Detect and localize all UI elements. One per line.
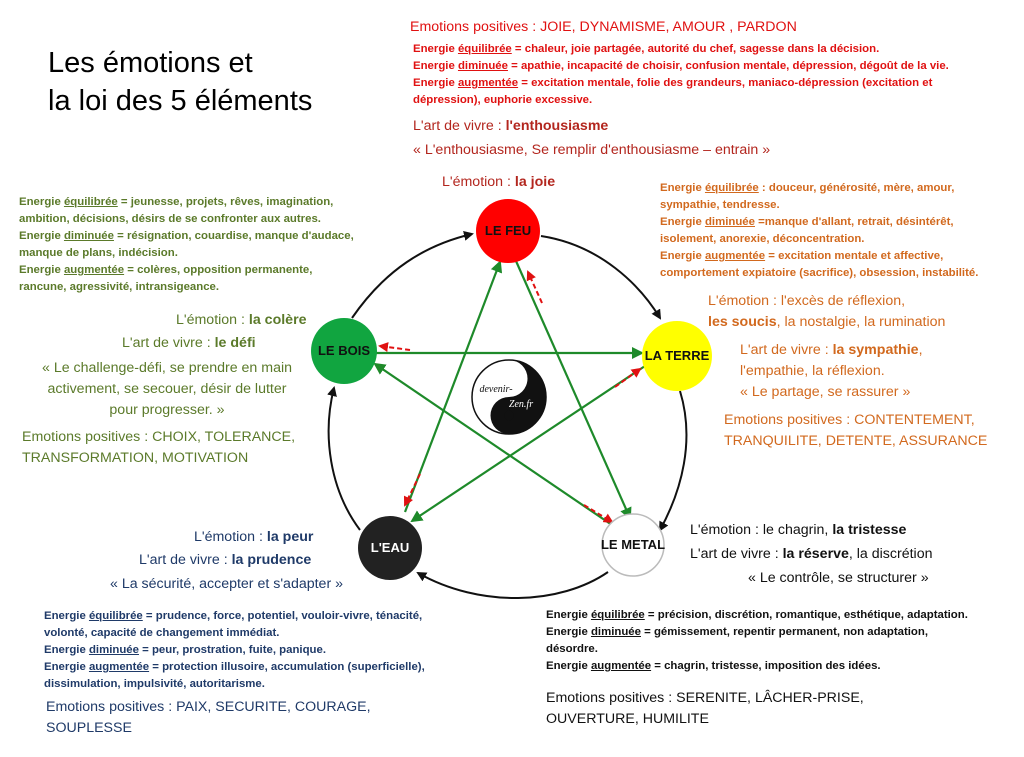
reverse-hint-arrows bbox=[378, 270, 642, 524]
fire-label: LE FEU bbox=[485, 223, 531, 238]
metal-art-of-living: L'art de vivre : la réserve, la discréti… bbox=[690, 546, 933, 562]
earth-energy-block: Energie équilibrée : douceur, générosité… bbox=[660, 182, 979, 279]
control-arrow-metal-to-wood bbox=[373, 362, 613, 526]
hint-arrow-metal bbox=[583, 504, 614, 524]
cycle-arrow-metal-to-water bbox=[416, 571, 609, 599]
water-emotion: L'émotion : la peur bbox=[194, 529, 314, 545]
water-positive-emotions: Emotions positives : PAIX, SECURITE, COU… bbox=[46, 699, 371, 736]
control-arrow-fire-to-metal bbox=[514, 260, 632, 520]
fire-quote: « L'enthousiasme, Se remplir d'enthousia… bbox=[413, 142, 771, 158]
logo-text-line2: Zen.fr bbox=[509, 399, 533, 410]
wood-emotion: L'émotion : la colère bbox=[176, 312, 307, 328]
node-water: L'EAU bbox=[358, 516, 422, 580]
water-art-of-living: L'art de vivre : la prudence bbox=[139, 552, 312, 568]
logo-text-line1: devenir- bbox=[479, 384, 512, 395]
earth-art-of-living: L'art de vivre : la sympathie, l'empathi… bbox=[740, 342, 923, 400]
node-fire: LE FEU bbox=[476, 199, 540, 263]
control-arrow-water-to-fire bbox=[403, 260, 503, 513]
fire-energy-block: Energie équilibrée = chaleur, joie parta… bbox=[413, 43, 949, 106]
earth-emotion: L'émotion : l'excès de réflexion, les so… bbox=[708, 293, 946, 330]
metal-circle bbox=[601, 513, 665, 577]
node-metal: LE METAL bbox=[601, 513, 665, 577]
title-line-2: la loi des 5 éléments bbox=[48, 85, 313, 117]
earth-label: LA TERRE bbox=[645, 348, 710, 363]
hint-arrow-fire bbox=[526, 270, 543, 304]
metal-emotion: L'émotion : le chagrin, la tristesse bbox=[690, 522, 907, 538]
hint-arrow-wood bbox=[378, 342, 411, 353]
wood-energy-block: Energie équilibrée = jeunesse, projets, … bbox=[19, 196, 354, 293]
yin-yang-logo: devenir- Zen.fr bbox=[471, 359, 547, 435]
water-circle bbox=[358, 516, 422, 580]
control-star bbox=[372, 260, 646, 526]
wood-quote: « Le challenge-défi, se prendre en main … bbox=[41, 360, 293, 418]
metal-label: LE METAL bbox=[601, 537, 665, 552]
hint-arrow-water bbox=[403, 473, 421, 507]
fire-emotion: L'émotion : la joie bbox=[442, 174, 556, 190]
cycle-arrow-fire-to-earth bbox=[540, 235, 662, 320]
generation-cycle bbox=[327, 230, 688, 599]
metal-energy-block: Energie équilibrée = précision, discréti… bbox=[546, 609, 968, 672]
node-wood: LE BOIS bbox=[311, 318, 377, 384]
wood-label: LE BOIS bbox=[318, 343, 370, 358]
hint-arrow-earth bbox=[614, 367, 642, 388]
earth-positive-emotions: Emotions positives : CONTENTEMENT, TRANQ… bbox=[724, 412, 988, 449]
wood-positive-emotions: Emotions positives : CHOIX, TOLERANCE, T… bbox=[22, 429, 296, 466]
water-label: L'EAU bbox=[371, 540, 409, 555]
control-arrow-earth-to-water bbox=[410, 365, 646, 523]
water-quote: « La sécurité, accepter et s'adapter » bbox=[110, 576, 343, 592]
node-earth: LA TERRE bbox=[642, 321, 712, 391]
fire-positive-emotions: Emotions positives : JOIE, DYNAMISME, AM… bbox=[410, 19, 797, 35]
title-line-1: Les émotions et bbox=[48, 47, 253, 79]
cycle-arrow-earth-to-metal bbox=[659, 390, 688, 532]
fire-art-of-living: L'art de vivre : l'enthousiasme bbox=[413, 118, 609, 134]
earth-circle bbox=[642, 321, 712, 391]
cycle-arrow-water-to-wood bbox=[327, 386, 361, 531]
cycle-arrow-wood-to-fire bbox=[351, 230, 474, 319]
fire-circle bbox=[476, 199, 540, 263]
metal-positive-emotions: Emotions positives : SERENITE, LÂCHER-PR… bbox=[546, 690, 864, 727]
wood-art-of-living: L'art de vivre : le défi bbox=[122, 335, 256, 351]
page-title: Les émotions et la loi des 5 éléments bbox=[48, 44, 312, 120]
water-energy-block: Energie équilibrée = prudence, force, po… bbox=[44, 610, 425, 690]
metal-quote: « Le contrôle, se structurer » bbox=[748, 570, 929, 586]
wood-circle bbox=[311, 318, 377, 384]
